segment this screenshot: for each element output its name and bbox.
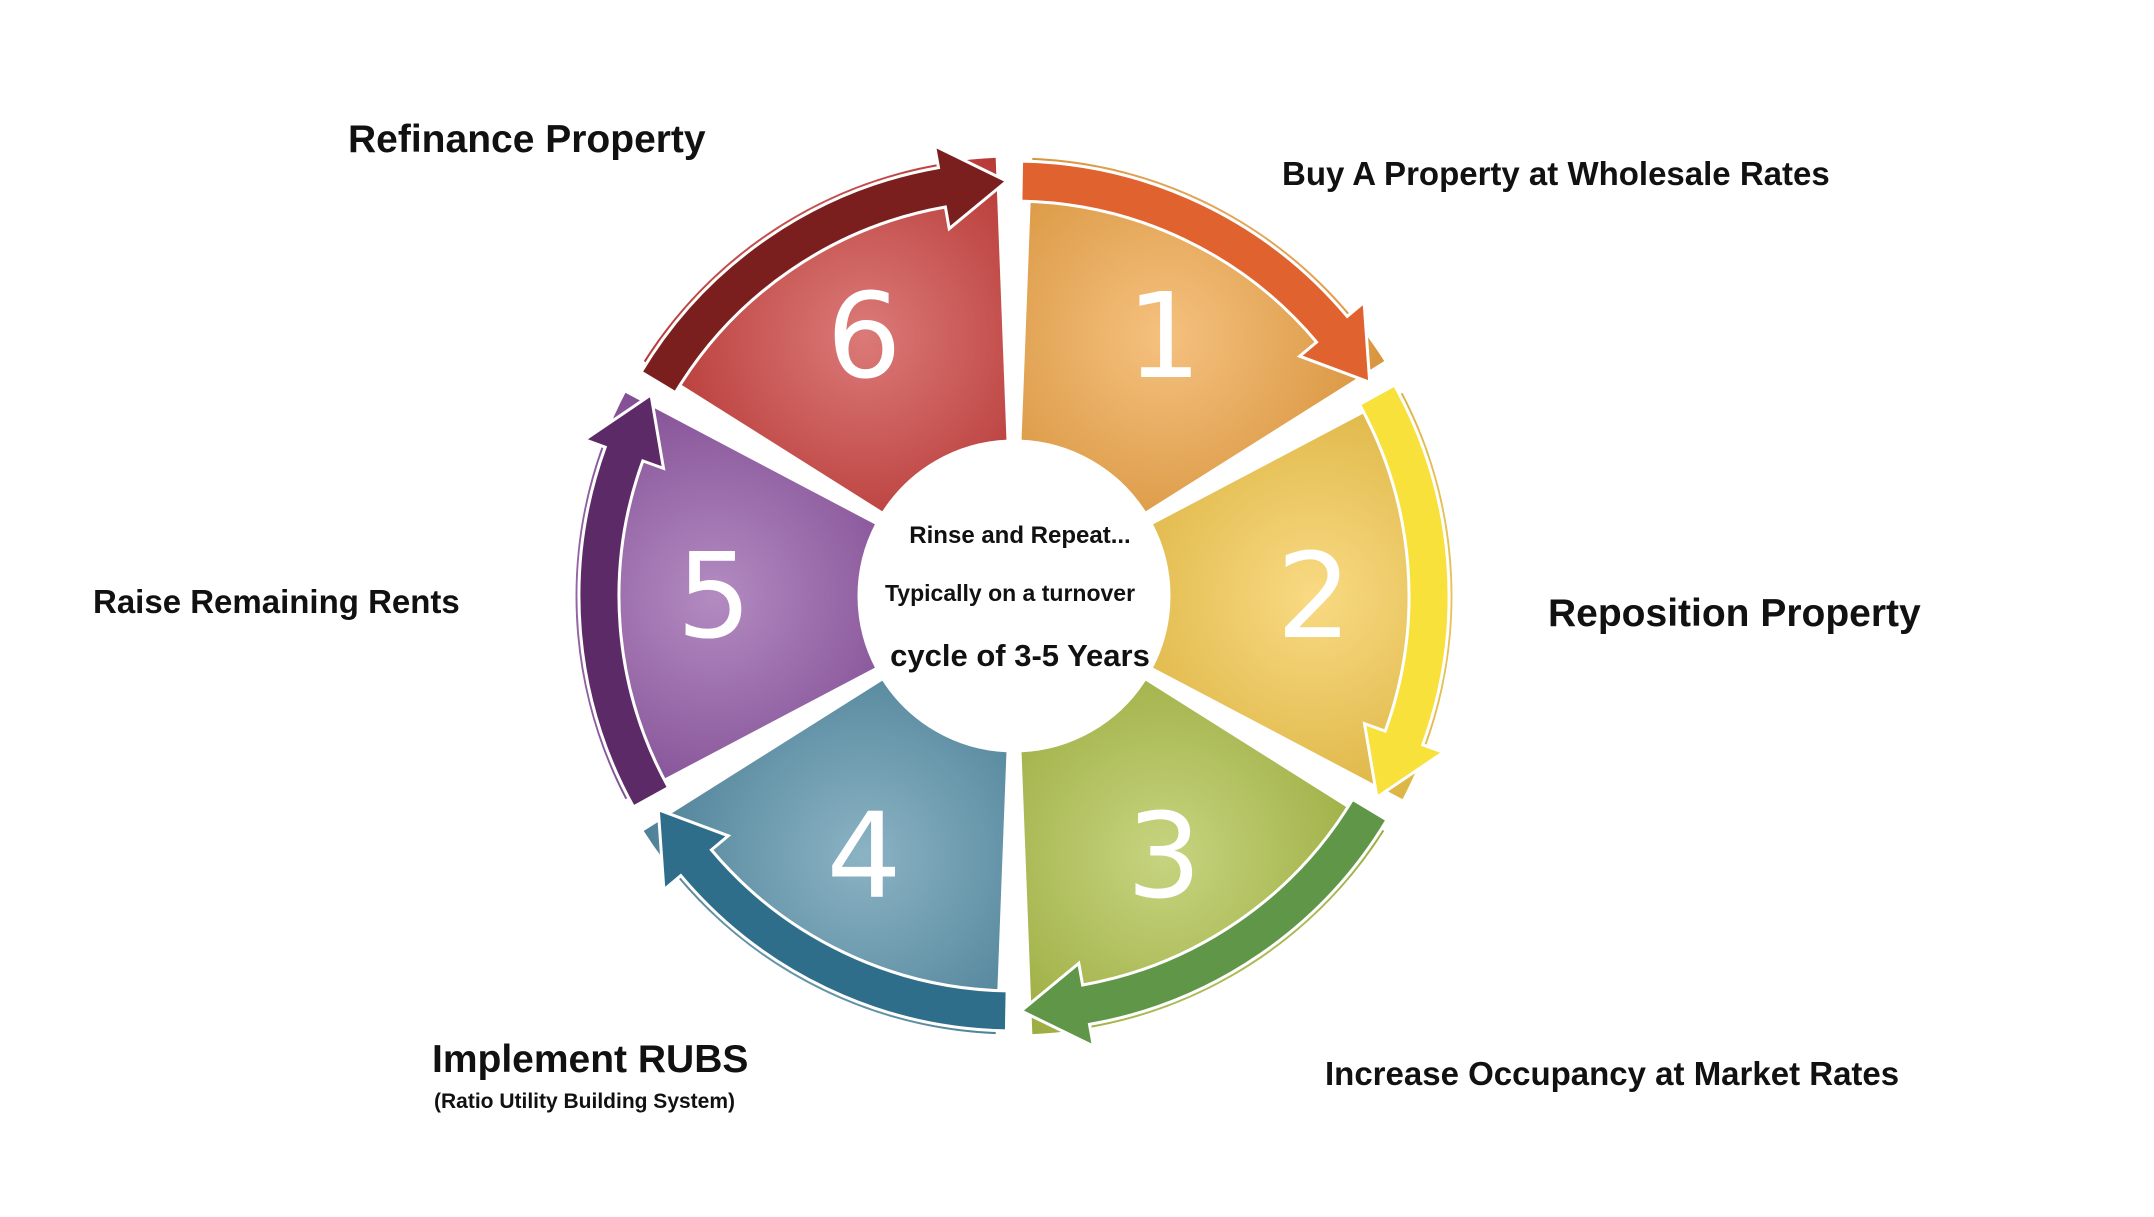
center-circle [859,441,1169,751]
step-4-sublabel: (Ratio Utility Building System) [434,1090,736,1113]
center-text-line2: Typically on a turnover [884,580,1136,606]
step-4-label: Implement RUBS [432,1038,749,1081]
step-5-label: Raise Remaining Rents [93,583,460,620]
step-3-number: 3 [1126,787,1201,925]
arrow-2 [1357,383,1451,800]
step-5-number: 5 [676,527,751,665]
arrow-4 [656,807,1009,1033]
step-2-label: Reposition Property [1548,592,1921,635]
center-text-line3: cycle of 3-5 Years [890,638,1150,673]
step-2-number: 2 [1276,527,1351,665]
step-6-number: 6 [826,267,901,405]
arrow-5 [577,392,671,809]
arrow-3 [1018,797,1389,1049]
step-3-label: Increase Occupancy at Market Rates [1325,1055,1900,1092]
step-6-label: Refinance Property [348,118,706,161]
step-1-label: Buy A Property at Wholesale Rates [1282,155,1830,192]
arrow-6 [639,143,1010,395]
arrow-1 [1019,159,1372,385]
step-1-number: 1 [1126,267,1201,405]
center-text-line1: Rinse and Repeat... [909,522,1131,549]
step-4-number: 4 [826,787,901,925]
